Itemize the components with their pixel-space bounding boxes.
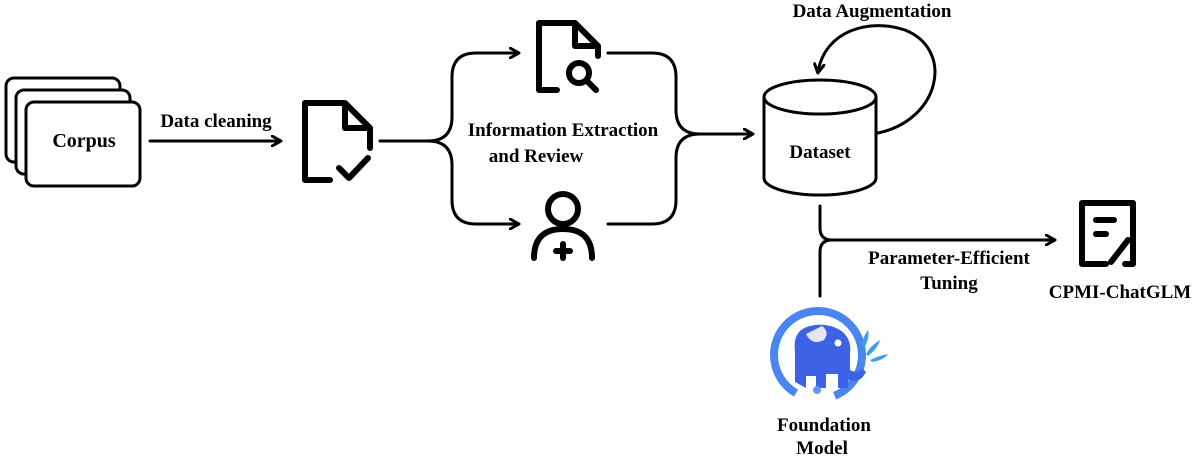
svg-text:Information Extraction: Information Extraction	[468, 120, 659, 141]
user-add-icon	[531, 191, 595, 261]
dataset-node: Dataset	[762, 78, 878, 197]
data-cleaning-label: Data cleaning	[160, 111, 272, 132]
cpmi-label: CPMI-ChatGLM	[1049, 282, 1192, 303]
data-cleaning-edge: Data cleaning	[148, 111, 280, 141]
svg-text:Foundation: Foundation	[777, 415, 871, 436]
document-edit-icon	[1079, 200, 1136, 267]
svg-text:Model: Model	[796, 438, 848, 458]
augmentation-loop: Data Augmentation	[793, 1, 952, 135]
document-search-icon	[536, 20, 601, 93]
dataset-label: Dataset	[789, 142, 851, 163]
merge-to-dataset	[606, 51, 752, 226]
elephant-logo	[770, 307, 888, 403]
document-check-icon	[302, 100, 373, 183]
svg-text:Tuning: Tuning	[920, 273, 978, 294]
svg-text:and Review: and Review	[489, 146, 584, 167]
corpus-label: Corpus	[52, 130, 116, 152]
svg-text:Parameter-Efficient: Parameter-Efficient	[868, 248, 1030, 269]
corpus-node: Corpus	[4, 76, 142, 188]
tuning-edge: Parameter-Efficient Tuning	[818, 204, 1054, 298]
extraction-review-label: Information Extraction and Review	[468, 120, 659, 167]
fork-to-review	[378, 53, 518, 224]
augmentation-label: Data Augmentation	[793, 1, 952, 22]
foundation-label: Foundation Model	[777, 415, 871, 458]
water-splash	[862, 330, 888, 362]
